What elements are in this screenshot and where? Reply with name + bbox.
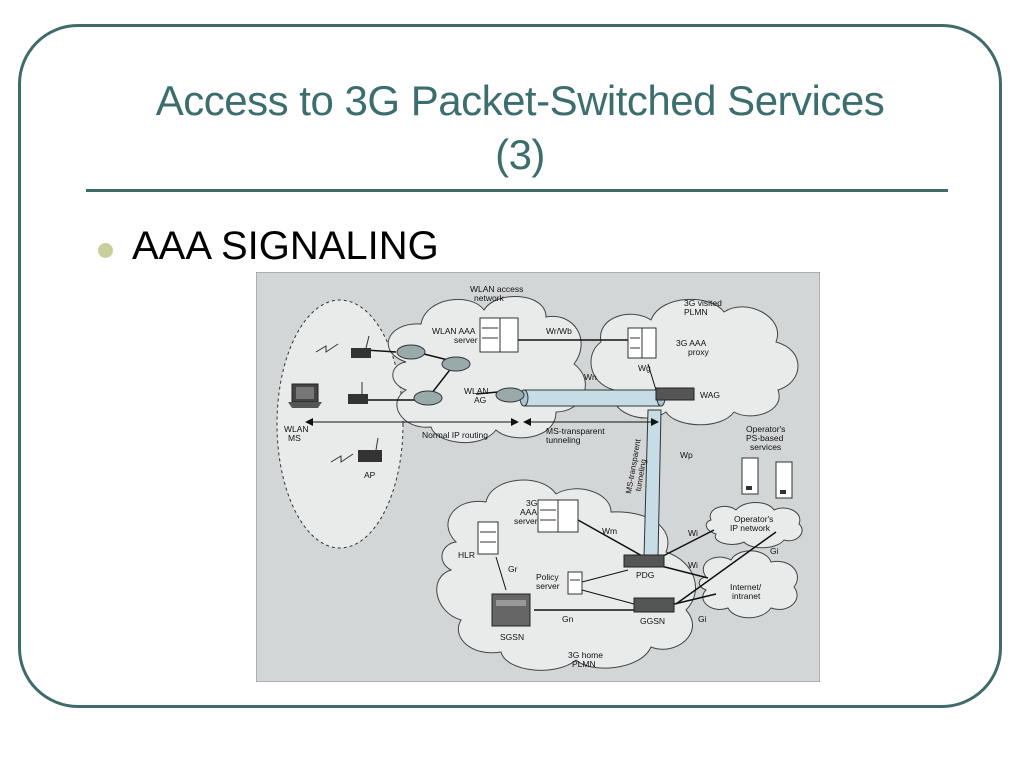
ap-label: AP	[364, 470, 376, 480]
wm-label: Wm	[602, 526, 617, 536]
wag-label: WAG	[700, 390, 720, 400]
ag-to-router	[475, 391, 499, 395]
bullet-text: AAA SIGNALING	[132, 224, 439, 268]
router-icon	[396, 344, 525, 406]
wr-wb-label: Wr/Wb	[546, 326, 572, 336]
title-line-2: (3)	[495, 131, 545, 178]
wn-tunnel	[523, 389, 662, 407]
gr-link	[495, 556, 507, 591]
wireless-signal-icon	[315, 343, 354, 463]
wi-top-link	[660, 529, 715, 558]
wi-mid-label: Wi	[688, 560, 698, 570]
bullet-dot-icon	[98, 243, 113, 258]
gn-label: Gn	[562, 614, 574, 624]
wm-link	[577, 519, 645, 558]
wn-label: Wn	[584, 372, 597, 382]
gi-top-label: Gi	[770, 546, 779, 556]
hlr-label: HLR	[458, 550, 475, 560]
internet-cloud	[698, 550, 798, 619]
ggsn-label: GGSN	[640, 616, 665, 626]
slide-title: Access to 3G Packet-Switched Services (3…	[90, 74, 950, 182]
operator-ip-cloud	[705, 502, 803, 549]
gr-label: Gr	[508, 564, 518, 574]
wg-label: Wg	[638, 363, 651, 373]
server-icon	[477, 317, 793, 595]
policy-link-2	[581, 589, 635, 605]
slide-frame	[18, 24, 1002, 708]
internet-label: Internet/intranet	[730, 582, 762, 601]
gi-bottom-label: Gi	[698, 614, 707, 624]
wi-mid-link	[660, 565, 709, 579]
policy-link-1	[581, 569, 629, 583]
laptop-icon	[288, 383, 322, 408]
wi-top-label: Wi	[688, 528, 698, 538]
title-divider	[86, 189, 948, 192]
gi-top-link	[675, 531, 777, 605]
pdg-label: PDG	[636, 570, 654, 580]
wp-label: Wp	[680, 450, 693, 460]
wg-link	[647, 363, 657, 391]
title-line-1: Access to 3G Packet-Switched Services	[155, 77, 885, 124]
normal-ip-routing-label: Normal IP routing	[422, 430, 488, 440]
sgsn-label: SGSN	[500, 632, 524, 642]
gateway-device-icon	[491, 387, 695, 627]
access-point-icon	[348, 335, 382, 462]
